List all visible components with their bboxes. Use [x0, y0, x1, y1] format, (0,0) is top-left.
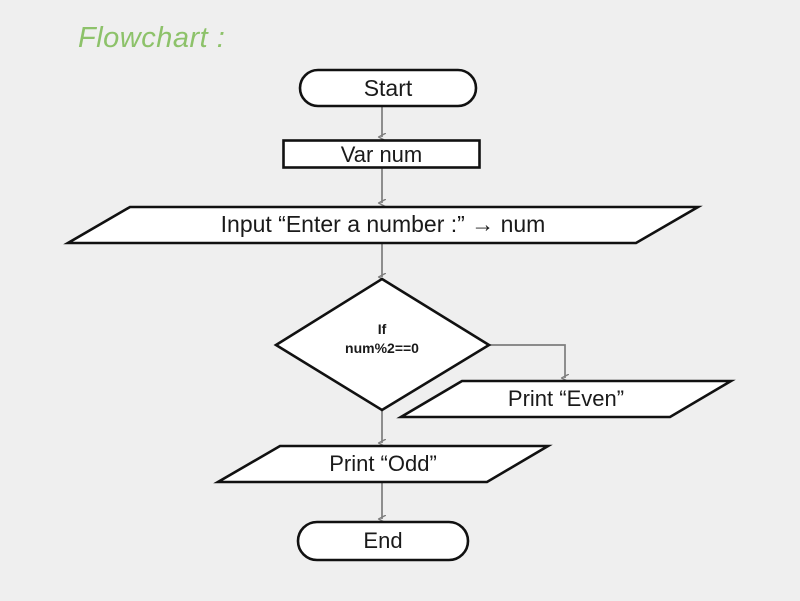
edge-decision-to-print-even: [489, 344, 565, 378]
node-input-number-shape[interactable]: [63, 205, 703, 245]
shape-layer: [63, 68, 736, 562]
node-print-odd-shape[interactable]: [213, 444, 553, 484]
page-title: Flowchart :: [78, 22, 226, 54]
node-print-even-shape[interactable]: [396, 379, 736, 419]
node-var-num-shape[interactable]: [282, 139, 481, 169]
node-decision-even-shape[interactable]: [273, 277, 492, 412]
node-end-shape[interactable]: [296, 520, 470, 562]
node-start-shape[interactable]: [298, 68, 478, 108]
connector-layer: [382, 105, 565, 519]
